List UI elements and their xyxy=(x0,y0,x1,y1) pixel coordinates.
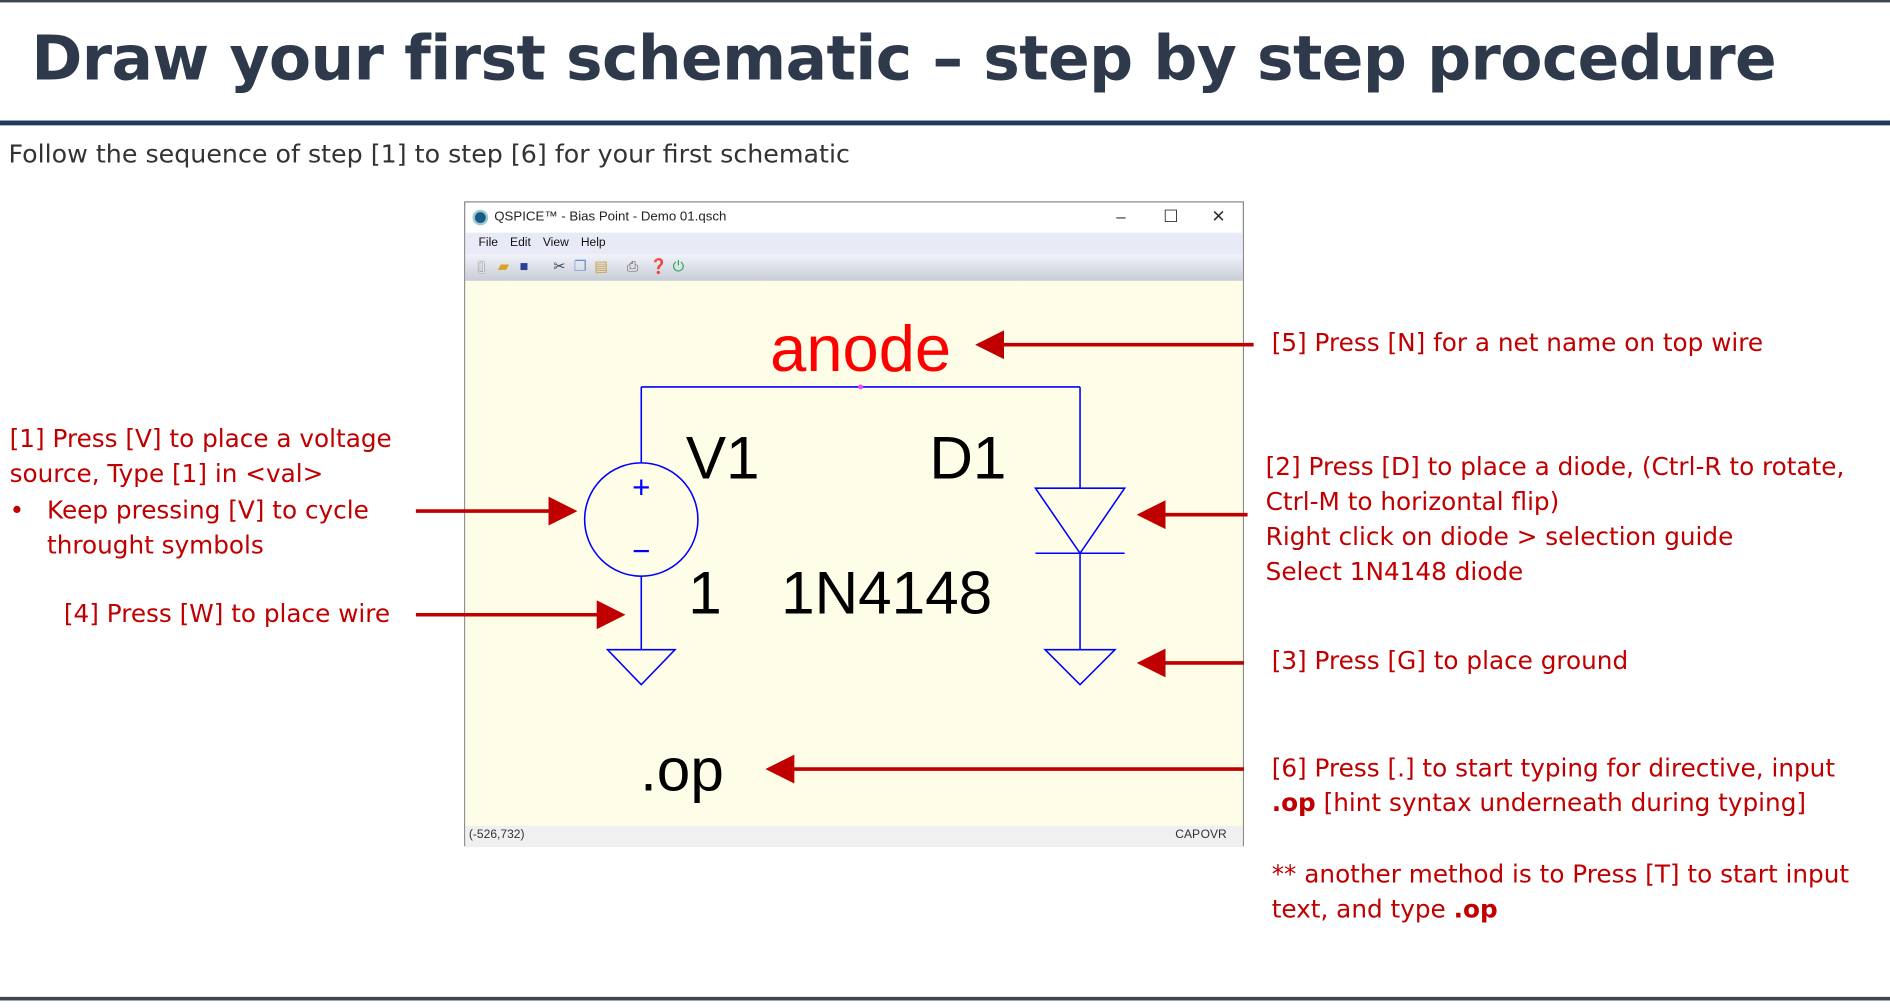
title-rule xyxy=(0,120,1890,126)
run-icon[interactable]: ⏻ xyxy=(672,257,685,275)
qspice-logo-icon xyxy=(472,209,489,226)
help-icon[interactable]: ❓ xyxy=(649,257,668,275)
menu-help[interactable]: Help xyxy=(580,236,606,250)
window-title: QSPICE™ - Bias Point - Demo 01.qsch xyxy=(494,209,727,225)
note-line: [1] Press [V] to place a voltage xyxy=(9,424,392,454)
paste-icon[interactable]: ▤ xyxy=(594,257,608,275)
menu-bar: File Edit View Help xyxy=(465,232,1243,255)
v1-value: 1 xyxy=(688,559,722,627)
note-line: [6] Press [.] to start typing for direct… xyxy=(1271,753,1836,783)
note-step6: [6] Press [.] to start typing for direct… xyxy=(1272,751,1835,821)
note-step2: [2] Press [D] to place a diode, (Ctrl-R … xyxy=(1266,450,1845,590)
minus-sign: − xyxy=(632,534,650,569)
note-text: [hint syntax underneath during typing] xyxy=(1315,788,1807,818)
plus-sign: + xyxy=(632,470,650,505)
slide-subtitle: Follow the sequence of step [1] to step … xyxy=(8,139,850,169)
net-junction-dot xyxy=(858,384,864,390)
schematic-canvas[interactable]: + − anode V1 D1 1 1N4148 .op xyxy=(465,280,1243,826)
note-line: text, and type .op xyxy=(1272,892,1849,927)
note-line: .op [hint syntax underneath during typin… xyxy=(1272,786,1835,821)
print-icon[interactable]: ⎙ xyxy=(626,257,639,275)
top-rule xyxy=(0,0,1890,3)
note-step3: [3] Press [G] to place ground xyxy=(1271,646,1629,676)
maximize-button[interactable]: ☐ xyxy=(1163,206,1179,226)
note-line: Select 1N4148 diode xyxy=(1265,556,1524,586)
op-bold: .op xyxy=(1453,894,1498,924)
note-step4: [4] Press [W] to place wire xyxy=(63,599,391,629)
slide-title: Draw your first schematic – step by step… xyxy=(31,24,1777,96)
note-step1: [1] Press [V] to place a voltage source,… xyxy=(10,422,392,492)
new-icon[interactable]: ▯ xyxy=(477,257,486,275)
op-directive: .op xyxy=(640,736,724,804)
note-alternative: ** another method is to Press [T] to sta… xyxy=(1272,857,1849,927)
menu-edit[interactable]: Edit xyxy=(510,236,531,250)
save-icon[interactable]: ■ xyxy=(519,257,529,275)
menu-view[interactable]: View xyxy=(542,236,569,250)
d1-value: 1N4148 xyxy=(781,559,992,627)
note-line: ** another method is to Press [T] to sta… xyxy=(1271,859,1850,889)
toolbar: ▯ ▰ ■ ✂ ❐ ▤ ⎙ ❓ ⏻ xyxy=(465,254,1243,281)
note-line: source, Type [1] in <val> xyxy=(9,459,324,489)
bullet: • xyxy=(9,495,25,525)
ground-symbol-left xyxy=(605,648,677,686)
window-titlebar: QSPICE™ - Bias Point - Demo 01.qsch – ☐ … xyxy=(465,203,1242,233)
note-line: Right click on diode > selection guide xyxy=(1265,521,1734,551)
diode-symbol xyxy=(1033,487,1127,555)
note-step1-sub: Keep pressing [V] to cycle throught symb… xyxy=(47,493,369,563)
note-line: [2] Press [D] to place a diode, (Ctrl-R … xyxy=(1265,452,1845,481)
cursor-coords: (-526,732) xyxy=(468,828,525,842)
v1-label: V1 xyxy=(686,424,760,492)
note-text: text, and type xyxy=(1271,894,1454,924)
status-bar: (-526,732) CAP OVR xyxy=(465,825,1243,847)
cut-icon[interactable]: ✂ xyxy=(553,257,566,275)
voltage-source-symbol xyxy=(583,462,699,577)
note-line: Keep pressing [V] to cycle xyxy=(47,495,369,525)
note-line: Ctrl-M to horizontal flip) xyxy=(1265,486,1560,516)
net-label-anode: anode xyxy=(770,312,951,385)
schematic-drawing: + − anode V1 D1 1 1N4148 .op xyxy=(583,312,1127,804)
bottom-rule xyxy=(0,996,1890,1001)
close-button[interactable]: ✕ xyxy=(1211,206,1226,226)
cap-indicator: CAP xyxy=(1175,828,1201,842)
copy-icon[interactable]: ❐ xyxy=(573,257,587,275)
qspice-window: QSPICE™ - Bias Point - Demo 01.qsch – ☐ … xyxy=(464,201,1244,847)
ground-symbol-right xyxy=(1043,648,1117,686)
ovr-indicator: OVR xyxy=(1200,828,1227,842)
open-icon[interactable]: ▰ xyxy=(497,257,509,275)
minimize-button[interactable]: – xyxy=(1116,206,1126,226)
op-bold: .op xyxy=(1271,788,1316,818)
menu-file[interactable]: File xyxy=(478,236,498,250)
note-line: throught symbols xyxy=(47,530,264,560)
d1-label: D1 xyxy=(929,424,1006,492)
note-step5: [5] Press [N] for a net name on top wire xyxy=(1271,327,1764,357)
